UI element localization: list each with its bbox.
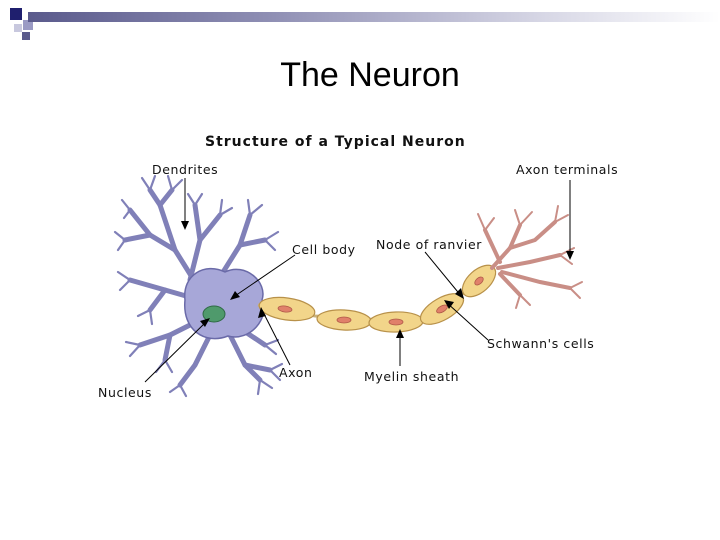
label-axon-terminals: Axon terminals xyxy=(516,162,619,177)
deco-square-light xyxy=(23,20,33,30)
label-cell-body: Cell body xyxy=(292,242,356,257)
deco-square-dark xyxy=(10,8,22,20)
corner-decoration xyxy=(10,8,33,40)
label-node-of-ranvier: Node of ranvier xyxy=(376,237,483,252)
axon-terminal-tips xyxy=(477,205,583,309)
header-accent-bar xyxy=(28,12,720,22)
dendrite-tips xyxy=(113,174,284,398)
leader-lines xyxy=(144,178,571,383)
label-schwanns-cells: Schwann's cells xyxy=(487,336,595,351)
schwann-cell-nuclei xyxy=(277,276,484,326)
cell-body xyxy=(184,267,265,340)
neuron-diagram xyxy=(113,174,583,398)
nucleus xyxy=(202,305,226,323)
label-myelin-sheath: Myelin sheath xyxy=(364,369,460,384)
myelin-sheath xyxy=(258,264,497,333)
label-dendrites: Dendrites xyxy=(152,162,219,177)
deco-square-pale xyxy=(14,24,22,32)
label-axon: Axon xyxy=(279,365,313,380)
leader-arrowheads xyxy=(181,221,574,338)
label-nucleus: Nucleus xyxy=(98,385,152,400)
deco-square-mid xyxy=(22,32,30,40)
diagram-heading: Structure of a Typical Neuron xyxy=(205,134,466,150)
axon-terminals xyxy=(483,220,572,297)
slide-title: The Neuron xyxy=(280,56,460,94)
